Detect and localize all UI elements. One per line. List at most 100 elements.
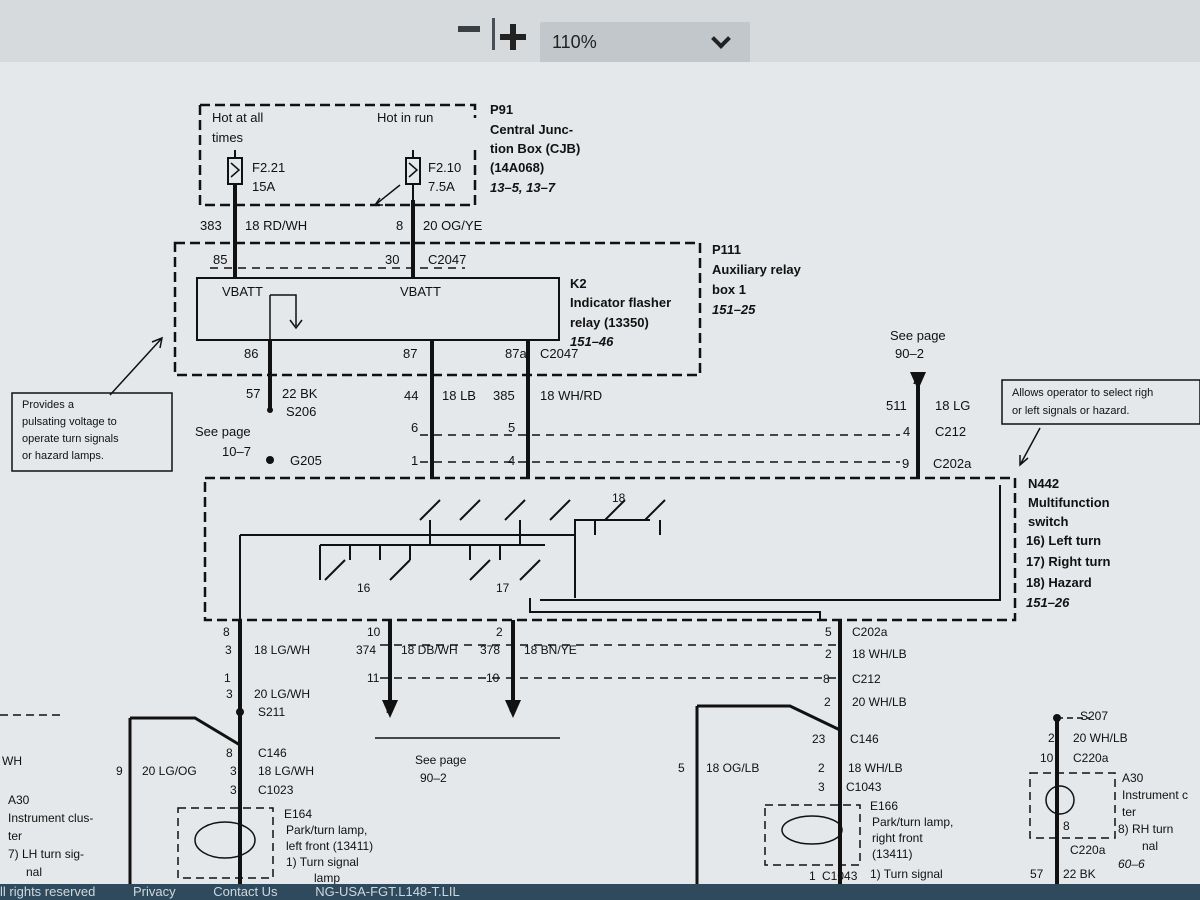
k2-pages: 151–46 xyxy=(570,334,614,349)
fl-a30-id: A30 xyxy=(8,793,30,807)
p111-name-2: box 1 xyxy=(712,282,746,297)
fr-pin-8: 8 xyxy=(1063,819,1070,833)
pin-4: 4 xyxy=(508,453,515,468)
p91-hot-at-all-2: times xyxy=(212,130,244,145)
fl-a30-item-2: nal xyxy=(26,865,42,879)
splice-s206-label: S206 xyxy=(286,404,316,419)
ll-pin-3b: 3 xyxy=(226,687,233,701)
lr-pin-2: 2 xyxy=(825,647,832,661)
fr-c220a: C220a xyxy=(1073,751,1109,765)
lr-pin-2c: 2 xyxy=(818,761,825,775)
p91-hot-at-all-1: Hot at all xyxy=(212,110,263,125)
pin-1: 1 xyxy=(411,453,418,468)
zoom-level-value: 110% xyxy=(552,32,597,52)
lr-wire-1: 18 WH/LB xyxy=(852,647,907,661)
fr-a30-item-2: nal xyxy=(1142,839,1158,853)
ll-c146: C146 xyxy=(258,746,287,760)
c202a-label: C202a xyxy=(933,456,972,471)
ground-see-page-num: 10–7 xyxy=(222,444,251,459)
circuit-8: 8 xyxy=(396,218,403,233)
footer-privacy-link[interactable]: Privacy xyxy=(133,884,176,899)
page-footer: ll rights reserved Privacy Contact Us NG… xyxy=(0,884,1200,900)
circuit-44: 44 xyxy=(404,388,418,403)
pin-87: 87 xyxy=(403,346,417,361)
connector-a: A xyxy=(913,375,921,387)
p111-pages: 151–25 xyxy=(712,302,756,317)
lr-wire-2: 20 WH/LB xyxy=(852,695,907,709)
ll-pin-1: 1 xyxy=(224,671,231,685)
footer-contact-link[interactable]: Contact Us xyxy=(213,884,278,899)
wire-385: 18 WH/RD xyxy=(540,388,602,403)
pin-9-c202a: 9 xyxy=(902,456,909,471)
ll-c1023: C1023 xyxy=(258,783,294,797)
circuit-385: 385 xyxy=(493,388,515,403)
plus-icon[interactable] xyxy=(500,24,526,50)
fr-pin-57: 57 xyxy=(1030,867,1044,881)
ll-pin-8: 8 xyxy=(223,625,230,639)
center-pin-2: 2 xyxy=(496,625,503,639)
fuse-f210-label: F2.10 xyxy=(428,160,461,175)
lr-wire-3: 18 WH/LB xyxy=(848,761,903,775)
connector-c: C xyxy=(509,705,516,716)
p91-name-1: Central Junc- xyxy=(490,122,573,137)
e166-id: E166 xyxy=(870,799,898,813)
p111-id: P111 xyxy=(712,242,741,257)
e164-item-2: lamp xyxy=(314,871,340,884)
k2-id: K2 xyxy=(570,276,587,291)
lr-wire-og: 18 OG/LB xyxy=(706,761,759,775)
e166-name-1: Park/turn lamp, xyxy=(872,815,953,829)
see-page-right-num: 90–2 xyxy=(895,346,924,361)
n442-name-1: Multifunction xyxy=(1028,495,1110,510)
e166-name-3: (13411) xyxy=(872,847,912,861)
pin-87a: 87a xyxy=(505,346,527,361)
circuit-378: 378 xyxy=(480,643,500,657)
callout-left-line-3: operate turn signals xyxy=(22,433,119,445)
see-page-right: See page xyxy=(890,328,946,343)
pin-30: 30 xyxy=(385,252,399,267)
minus-icon[interactable] xyxy=(458,26,480,32)
e166-item-1: 1) Turn signal xyxy=(870,867,943,881)
p91-pages: 13–5, 13–7 xyxy=(490,180,556,195)
fr-pin-2: 2 xyxy=(1048,731,1055,745)
e164-id: E164 xyxy=(284,807,312,821)
e166-c1043: C1043 xyxy=(822,869,858,883)
fr-a30-id: A30 xyxy=(1122,771,1144,785)
center-see-page: See page xyxy=(415,753,467,767)
ll-pin-9: 9 xyxy=(116,764,123,778)
callout-left-line-1: Provides a xyxy=(22,399,75,411)
splice-s211-label: S211 xyxy=(258,705,285,719)
pin-85: 85 xyxy=(213,252,227,267)
lr-c1043: C1043 xyxy=(846,780,882,794)
lr-pin-5: 5 xyxy=(825,625,832,639)
lr-pin-5b: 5 xyxy=(678,761,685,775)
n442-name-2: switch xyxy=(1028,514,1069,529)
wire-374: 18 DB/WH xyxy=(401,643,458,657)
ll-wire-1: 18 LG/WH xyxy=(254,643,310,657)
connector-b: B xyxy=(386,705,393,716)
callout-left-line-2: pulsating voltage to xyxy=(22,416,117,428)
center-pin-10b: 10 xyxy=(486,671,500,685)
lr-c202a: C202a xyxy=(852,625,888,639)
circuit-383: 383 xyxy=(200,218,222,233)
k2-vbatt-2: VBATT xyxy=(400,284,441,299)
n442-item-16: 16) Left turn xyxy=(1026,533,1101,548)
fl-wh: WH xyxy=(2,754,22,768)
lr-pin-2b: 2 xyxy=(824,695,831,709)
ll-pin-8b: 8 xyxy=(226,746,233,760)
p111-name-1: Auxiliary relay xyxy=(712,262,802,277)
toolbar-divider xyxy=(492,18,495,50)
lr-pin-3: 3 xyxy=(818,780,825,794)
pdf-toolbar: 110% xyxy=(0,0,1200,64)
lr-pin-8: 8 xyxy=(823,672,830,686)
footer-copyright: ll rights reserved xyxy=(0,884,96,899)
fr-a30-name-1: Instrument c xyxy=(1122,788,1188,802)
zoom-level-select[interactable]: 110% xyxy=(540,22,750,64)
pin-4-c212: 4 xyxy=(903,424,910,439)
switch-18: 18 xyxy=(612,491,626,505)
fr-a30-name-2: ter xyxy=(1122,805,1136,819)
lr-c212: C212 xyxy=(852,672,881,686)
lr-c146: C146 xyxy=(850,732,879,746)
circuit-374: 374 xyxy=(356,643,376,657)
switch-16: 16 xyxy=(357,581,371,595)
fl-a30-name-1: Instrument clus- xyxy=(8,811,93,825)
